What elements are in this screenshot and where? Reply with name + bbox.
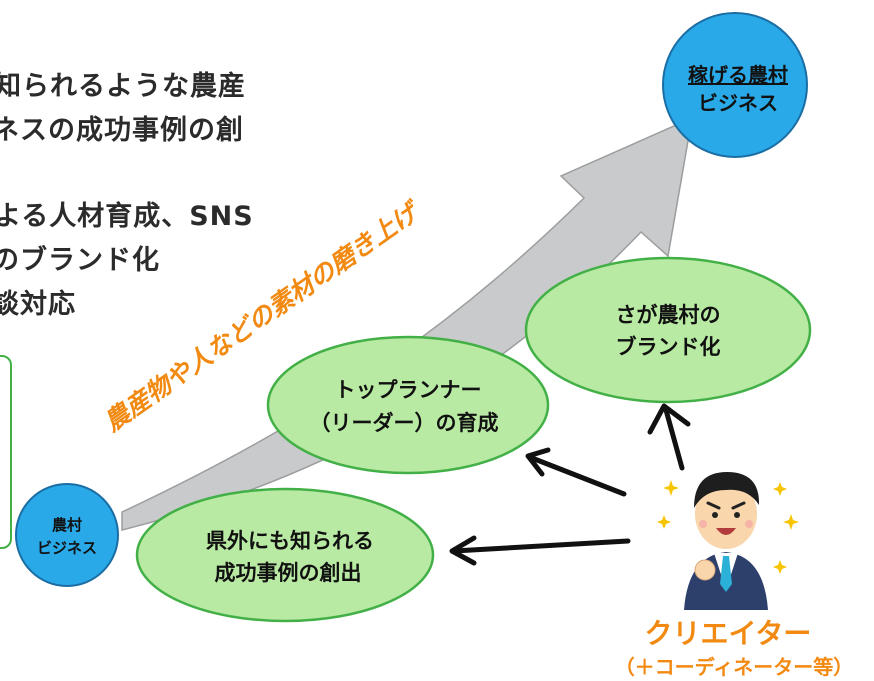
success-label-line1: 県外にも知られる	[206, 529, 374, 553]
brand-label-line2: ブランド化	[616, 335, 721, 359]
arrow-to-success	[449, 535, 631, 566]
brand-label-line1: さが農村の	[616, 303, 721, 327]
leader-label-line2: （リーダー）の育成	[310, 411, 499, 435]
start-label-line2: ビジネス	[37, 539, 97, 557]
description-line-4: のブランド化	[0, 245, 160, 276]
success-node: 県外にも知られる 成功事例の創出	[135, 487, 435, 623]
leader-node: トップランナー （リーダー）の育成	[266, 335, 550, 475]
description-line-1: 知られるような農産	[0, 71, 246, 102]
description-line-5: 談対応	[0, 289, 76, 320]
goal-label-line1: 稼げる農村	[688, 63, 788, 87]
goal-label-line2: ビジネス	[698, 91, 778, 115]
description-line-3: よる人材育成、SNS	[0, 201, 254, 232]
success-label-line2: 成功事例の創出	[215, 561, 362, 585]
start-label-line1: 農村	[52, 516, 82, 534]
arrow-to-leader	[525, 447, 627, 497]
sparkle-icons	[657, 480, 799, 574]
creator-subtitle: （＋コーディネーター等）	[615, 655, 854, 679]
arrow-to-brand	[647, 403, 691, 471]
goal-node: 稼げる農村 ビジネス	[662, 12, 808, 158]
brand-node: さが農村の ブランド化	[524, 256, 812, 404]
leader-label-line1: トップランナー	[335, 378, 482, 402]
creator-arrows	[449, 403, 691, 566]
green-frame-box	[0, 355, 12, 549]
creator-title: クリエイター	[645, 617, 812, 650]
description-line-2: ネスの成功事例の創	[0, 115, 244, 146]
start-node: 農村 ビジネス	[15, 483, 119, 587]
creator-person-icon	[657, 472, 799, 610]
